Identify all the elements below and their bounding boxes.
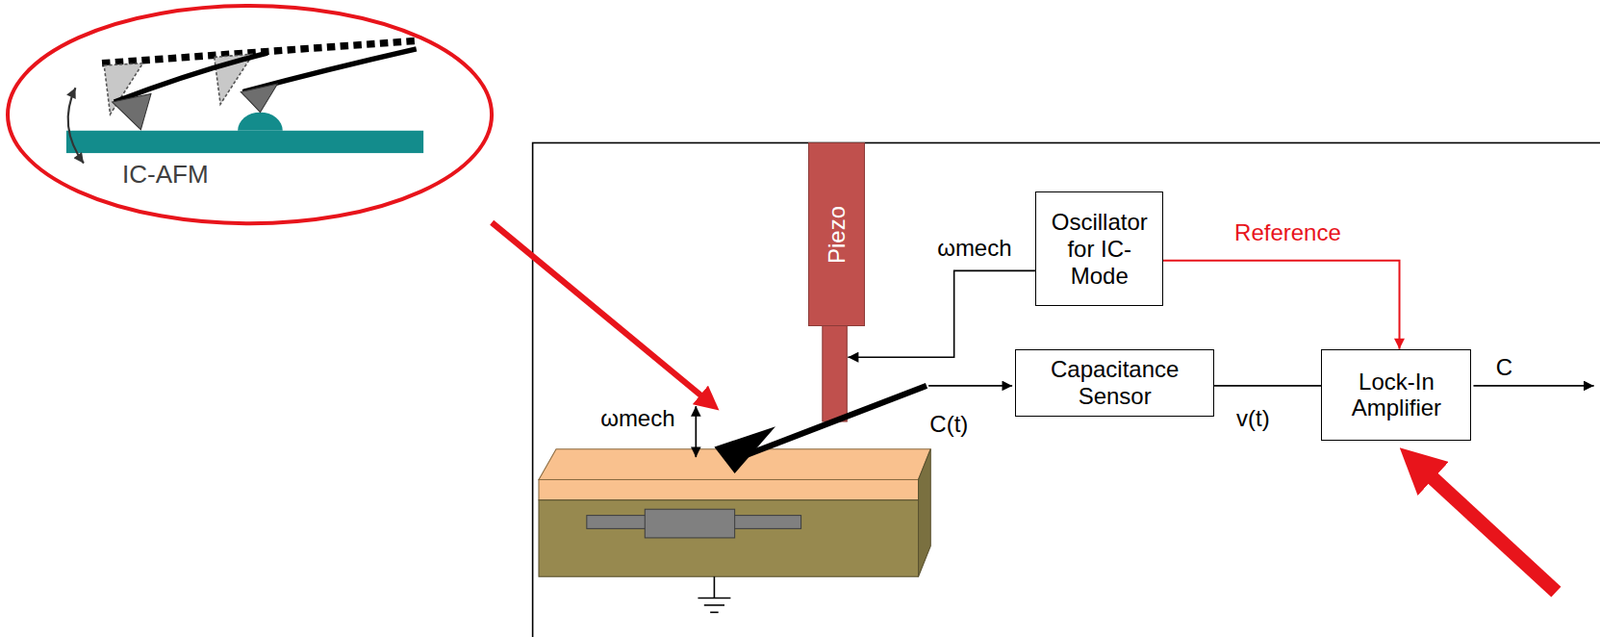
ground-symbol xyxy=(697,576,731,612)
signal-wire xyxy=(928,384,1013,387)
oscillation-arrow xyxy=(68,87,84,163)
drive-wire xyxy=(847,270,1036,357)
piezo-actuator: Piezo xyxy=(808,142,865,327)
box-label: Oscillator for IC-Mode xyxy=(1041,208,1157,289)
afm-tip xyxy=(240,83,278,113)
box-label: IC-AFM xyxy=(122,160,209,190)
callout-ellipse xyxy=(7,5,492,224)
cantilever xyxy=(733,385,928,460)
sensor-box: Capacitance Sensor xyxy=(1015,349,1215,417)
sample-substrate xyxy=(538,500,919,578)
pointer-arrow xyxy=(1426,472,1557,592)
sample-side xyxy=(918,449,932,578)
signal-label: C xyxy=(1494,354,1515,381)
buried-feature xyxy=(729,515,801,530)
signal-label: v(t) xyxy=(1234,405,1272,432)
oscillator-box: Oscillator for IC-Mode xyxy=(1035,191,1164,306)
oscillation-arrow xyxy=(694,406,697,458)
reference-wire xyxy=(1163,260,1399,350)
buried-feature xyxy=(644,508,735,538)
surface-bump xyxy=(237,112,283,131)
sample-surface xyxy=(66,130,424,153)
signal-label: ωmech xyxy=(935,234,1014,262)
signal-wire xyxy=(1214,384,1321,387)
callout-ellipse xyxy=(4,2,495,227)
signal-label: ωmech xyxy=(598,405,677,432)
box-label: Capacitance Sensor xyxy=(1021,355,1208,409)
box-label: Lock-In Amplifier xyxy=(1327,368,1465,422)
piezo-stem xyxy=(822,324,847,422)
part-label: Piezo xyxy=(823,205,851,264)
pointer-arrow xyxy=(491,222,705,398)
cantilever-tip xyxy=(713,426,776,474)
buried-feature xyxy=(586,515,651,530)
signal-wire xyxy=(1473,384,1594,387)
sample-layer xyxy=(538,479,919,500)
afm-tip xyxy=(112,94,152,130)
signal-label: C(t) xyxy=(927,410,970,438)
signal-label: Reference xyxy=(1232,219,1344,247)
inset-callout: IC-AFM xyxy=(4,2,495,227)
lock-in-box: Lock-In Amplifier xyxy=(1320,349,1472,441)
